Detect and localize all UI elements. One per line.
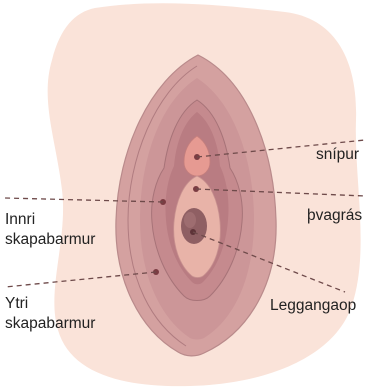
labia-minora-label-line1: Innri bbox=[5, 210, 35, 230]
clitoris-label: snípur bbox=[316, 145, 359, 165]
urethral-opening-label: þvagrás bbox=[307, 206, 362, 226]
labia-majora-label-line1: Ytri bbox=[5, 294, 28, 314]
vaginal-opening-highlight bbox=[184, 212, 196, 228]
vaginal-opening-shape bbox=[181, 208, 207, 244]
labia-majora-label-line2: skapabarmur bbox=[5, 314, 95, 334]
vaginal-opening-label: Leggangaop bbox=[270, 296, 356, 316]
labia-minora-label-line2: skapabarmur bbox=[5, 230, 95, 250]
